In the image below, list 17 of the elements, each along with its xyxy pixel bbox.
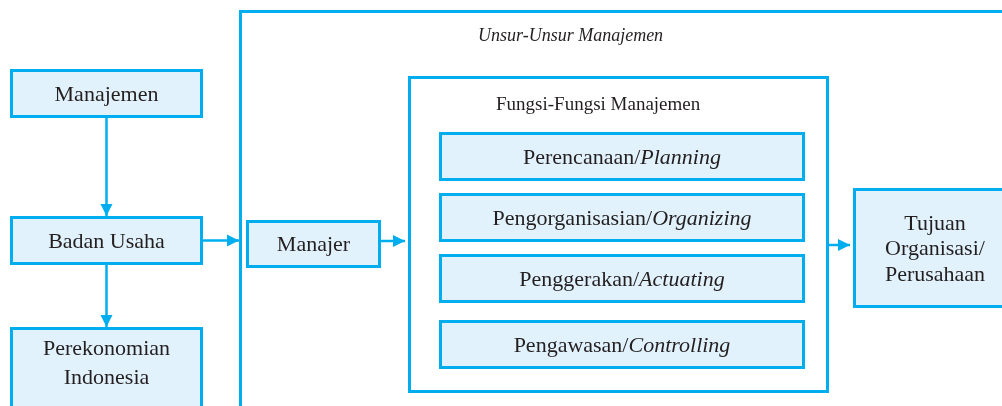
arrow xyxy=(100,265,113,327)
arrow xyxy=(100,118,113,216)
process-box: Perekonomian Indonesia xyxy=(10,327,203,406)
arrow xyxy=(826,238,850,252)
arrow xyxy=(203,234,239,247)
group-frame xyxy=(239,10,1002,406)
function-box: Pengawasan/Controlling xyxy=(439,320,805,369)
function-box: Pengorganisasian/Organizing xyxy=(439,193,805,242)
process-box: Badan Usaha xyxy=(10,216,203,265)
goal-box: Tujuan Organisasi/ Perusahaan xyxy=(853,188,1002,308)
group-title: Unsur-Unsur Manajemen xyxy=(478,24,664,47)
function-box: Penggerakan/Actuating xyxy=(439,254,805,303)
group-title: Fungsi-Fungsi Manajemen xyxy=(496,92,701,116)
function-box: Perencanaan/Planning xyxy=(439,132,805,181)
process-box: Manajer xyxy=(246,220,381,268)
process-box: Manajemen xyxy=(10,69,203,118)
group-frame xyxy=(408,76,829,393)
